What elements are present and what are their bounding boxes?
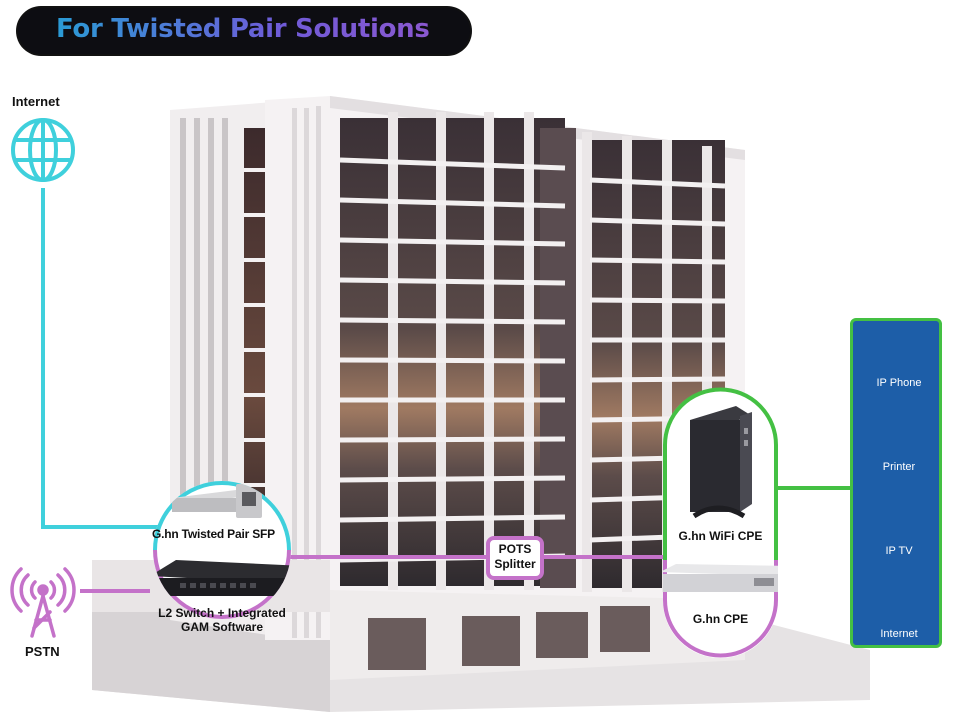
antenna-tower-icon <box>10 567 76 638</box>
cpe-label: G.hn CPE <box>692 612 749 626</box>
pots-splitter-box <box>486 536 544 580</box>
device-label-printer: Printer <box>882 461 916 473</box>
wifi-cpe-label: G.hn WiFi CPE <box>678 529 763 543</box>
switch-label-line2: GAM Software <box>180 620 263 634</box>
wifi-cpe-image <box>690 406 752 519</box>
pots-label-line2: Splitter <box>494 557 536 571</box>
l2-switch-image <box>153 560 291 596</box>
internet-link <box>41 188 158 529</box>
sfp-label: G.hn Twisted Pair SFP <box>152 527 275 541</box>
pstn-label: PSTN <box>25 644 60 659</box>
cpe-image <box>663 564 778 592</box>
device-label-internet: Internet <box>880 628 918 640</box>
title-banner: For Twisted Pair Solutions <box>18 8 470 54</box>
headend-circle <box>153 481 291 619</box>
switch-label-line1: L2 Switch + Integrated <box>158 606 286 620</box>
sfp-module-image <box>172 484 262 518</box>
switch-label: L2 Switch + Integrated GAM Software <box>146 606 298 634</box>
cpe-capsule <box>663 387 778 658</box>
page-title: For Twisted Pair Solutions <box>56 14 430 44</box>
device-label-ip-phone: IP Phone <box>876 377 922 389</box>
pots-splitter-label: POTS Splitter <box>488 542 542 572</box>
pots-label-line1: POTS <box>498 542 532 556</box>
internet-label: Internet <box>12 94 60 109</box>
device-label-ip-tv: IP TV <box>885 545 913 557</box>
end-devices-panel: IP Phone Printer IP TV Internet <box>850 318 942 648</box>
globe-icon <box>11 118 75 182</box>
